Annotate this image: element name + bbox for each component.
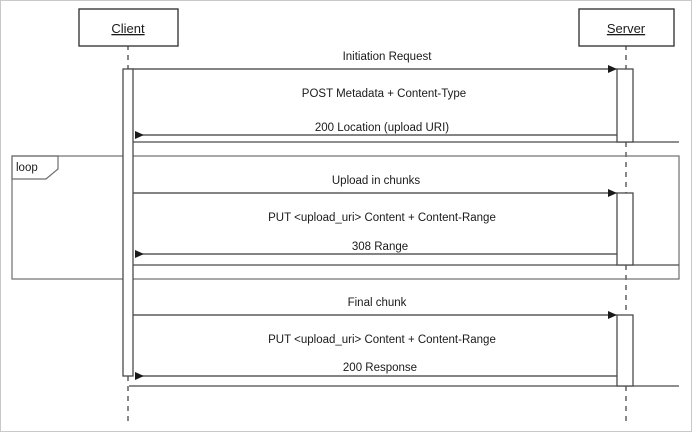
lifelines [127, 45, 627, 425]
label-200-location: 200 Location (upload URI) [315, 122, 449, 134]
server-activation-bar-1[interactable] [616, 68, 634, 143]
server-header-box[interactable] [578, 8, 675, 47]
loop-fragment-frame [11, 155, 680, 280]
client-header-box[interactable] [78, 8, 179, 47]
label-308-range: 308 Range [352, 241, 408, 253]
label-final-chunk: Final chunk [348, 297, 407, 309]
loop-operator-tag [11, 155, 59, 180]
label-200-response: 200 Response [343, 362, 417, 374]
participant-client[interactable]: Client [78, 8, 179, 47]
label-post-metadata: POST Metadata + Content-Type [302, 88, 466, 100]
server-activation-bar-3[interactable] [616, 314, 634, 387]
server-activation-bar-2[interactable] [616, 192, 634, 266]
server-header-label: Server [607, 21, 646, 36]
client-activation-bar[interactable] [122, 68, 134, 377]
client-header-label: Client [111, 21, 145, 36]
loop-operator-label: loop [16, 162, 38, 174]
loop-fragment[interactable]: loop [11, 155, 680, 280]
participant-server[interactable]: Server [578, 8, 675, 47]
label-put-chunk: PUT <upload_uri> Content + Content-Range [268, 212, 496, 224]
label-initiation-request: Initiation Request [343, 51, 433, 63]
label-put-final-chunk: PUT <upload_uri> Content + Content-Range [268, 334, 496, 346]
activation-bars [122, 68, 634, 387]
message-lines [129, 65, 679, 387]
message-labels: Initiation Request POST Metadata + Conte… [268, 51, 496, 374]
label-upload-in-chunks: Upload in chunks [332, 175, 420, 187]
